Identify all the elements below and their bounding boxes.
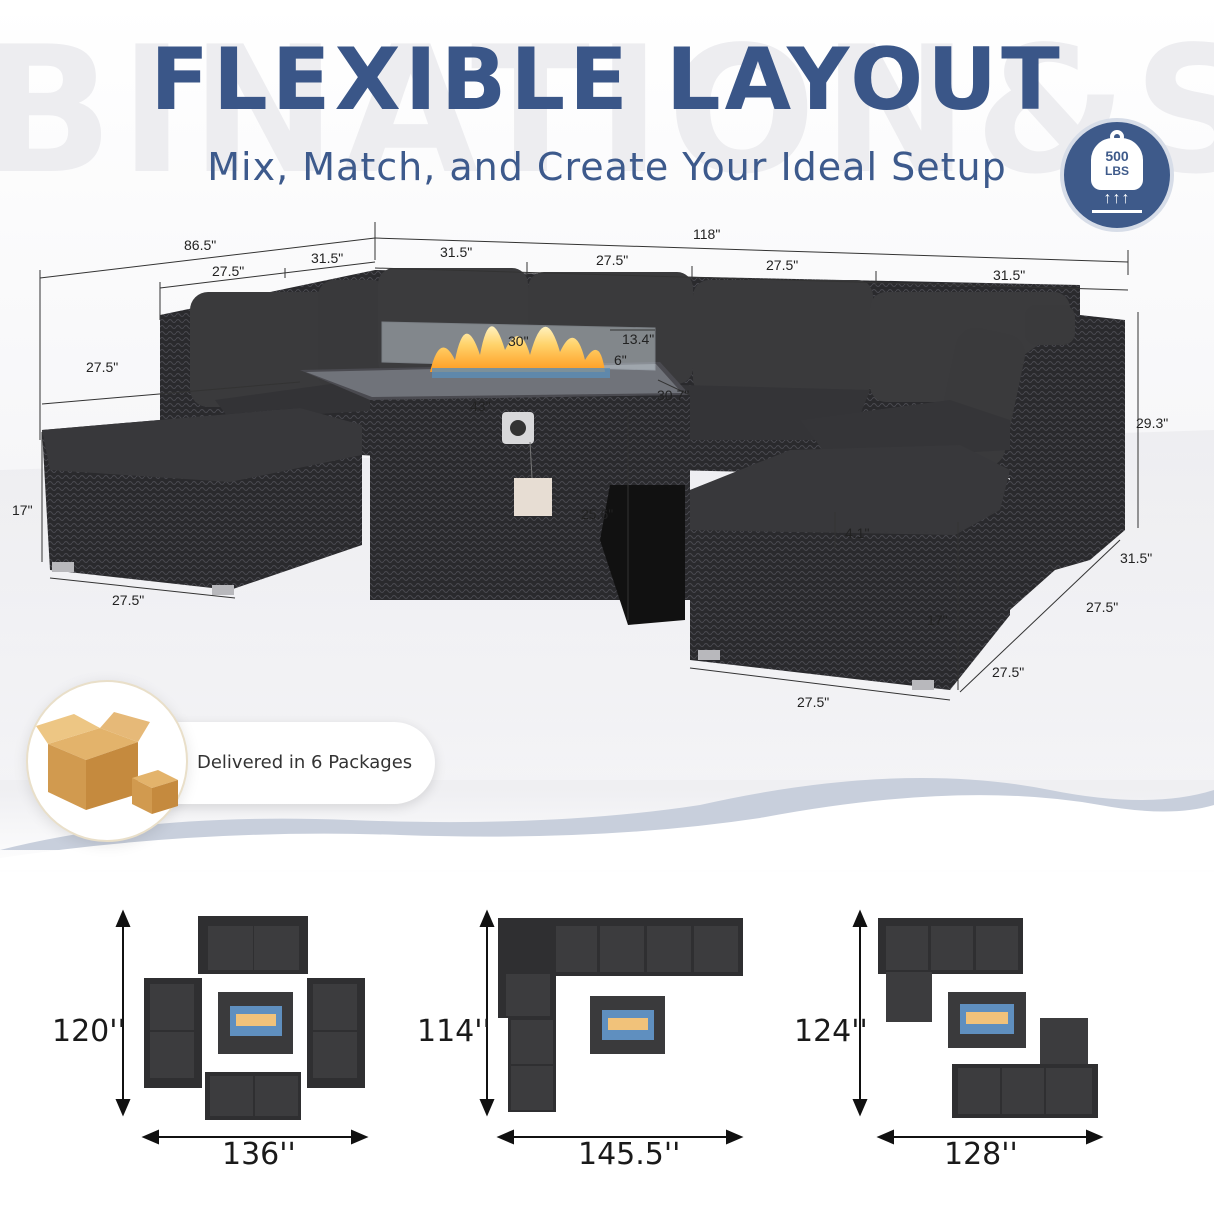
- dim-cushion-thickness: 4.1": [845, 525, 870, 541]
- packages-label: Delivered in 6 Packages: [197, 752, 413, 773]
- weight-capacity-badge: 500 LBS ↑↑↑: [1060, 118, 1174, 232]
- dim-firepit-height: 25.6": [581, 506, 614, 522]
- layout-1-diagram: [144, 916, 365, 1120]
- box-icon: [36, 712, 178, 814]
- dim-right-segment-3: 27.5": [992, 664, 1025, 680]
- dim-left-depth: 86.5": [184, 237, 217, 253]
- dim-firepit-width: 30.7": [657, 387, 690, 403]
- layout-3-height: 124'': [794, 1014, 868, 1049]
- dim-ottoman-left-height: 17": [12, 502, 33, 518]
- dim-top-segment-2: 27.5": [596, 252, 629, 268]
- layout-3-width: 128'': [944, 1137, 1018, 1172]
- dim-glass-length: 30": [508, 333, 529, 349]
- dim-back-height: 29.3": [1136, 415, 1169, 431]
- layout-2-height: 114'': [417, 1014, 491, 1049]
- dim-left-segment-2: 31.5": [311, 250, 344, 266]
- dim-glass-height: 6": [614, 352, 627, 368]
- background-watermark-text: BINATION&S: [0, 10, 1214, 213]
- page-title: FLEXIBLE LAYOUT: [150, 30, 1064, 130]
- weight-value: 500: [1105, 148, 1129, 164]
- packages-icon-circle: [26, 680, 188, 842]
- arrows-up-icon: ↑↑↑: [1103, 190, 1131, 207]
- dim-overall-width: 118": [693, 226, 721, 242]
- layout-2-width: 145.5'': [578, 1137, 681, 1172]
- layout-2-diagram: [498, 918, 743, 1112]
- dim-ottoman-right-width: 27.5": [797, 694, 830, 710]
- layout-1-width: 136'': [222, 1137, 296, 1172]
- dim-top-segment-1: 31.5": [440, 244, 473, 260]
- dim-firepit-length: 43": [470, 398, 491, 414]
- dim-glass-width: 13.4": [622, 331, 655, 347]
- weight-unit: LBS: [1105, 164, 1129, 178]
- dim-left-segment-1: 27.5": [212, 263, 245, 279]
- dim-top-segment-3: 27.5": [766, 257, 799, 273]
- layout-3-diagram: [878, 918, 1098, 1118]
- dim-right-segment-2: 27.5": [1086, 599, 1119, 615]
- dim-ottoman-left-depth: 27.5": [86, 359, 119, 375]
- page-subtitle: Mix, Match, and Create Your Ideal Setup: [207, 145, 1007, 189]
- dim-ottoman-left-width: 27.5": [112, 592, 145, 608]
- dim-right-segment-1: 31.5": [1120, 550, 1153, 566]
- dim-ottoman-right-height: 17": [927, 612, 948, 628]
- dim-top-segment-4: 31.5": [993, 267, 1026, 283]
- layout-1-height: 120'': [52, 1014, 126, 1049]
